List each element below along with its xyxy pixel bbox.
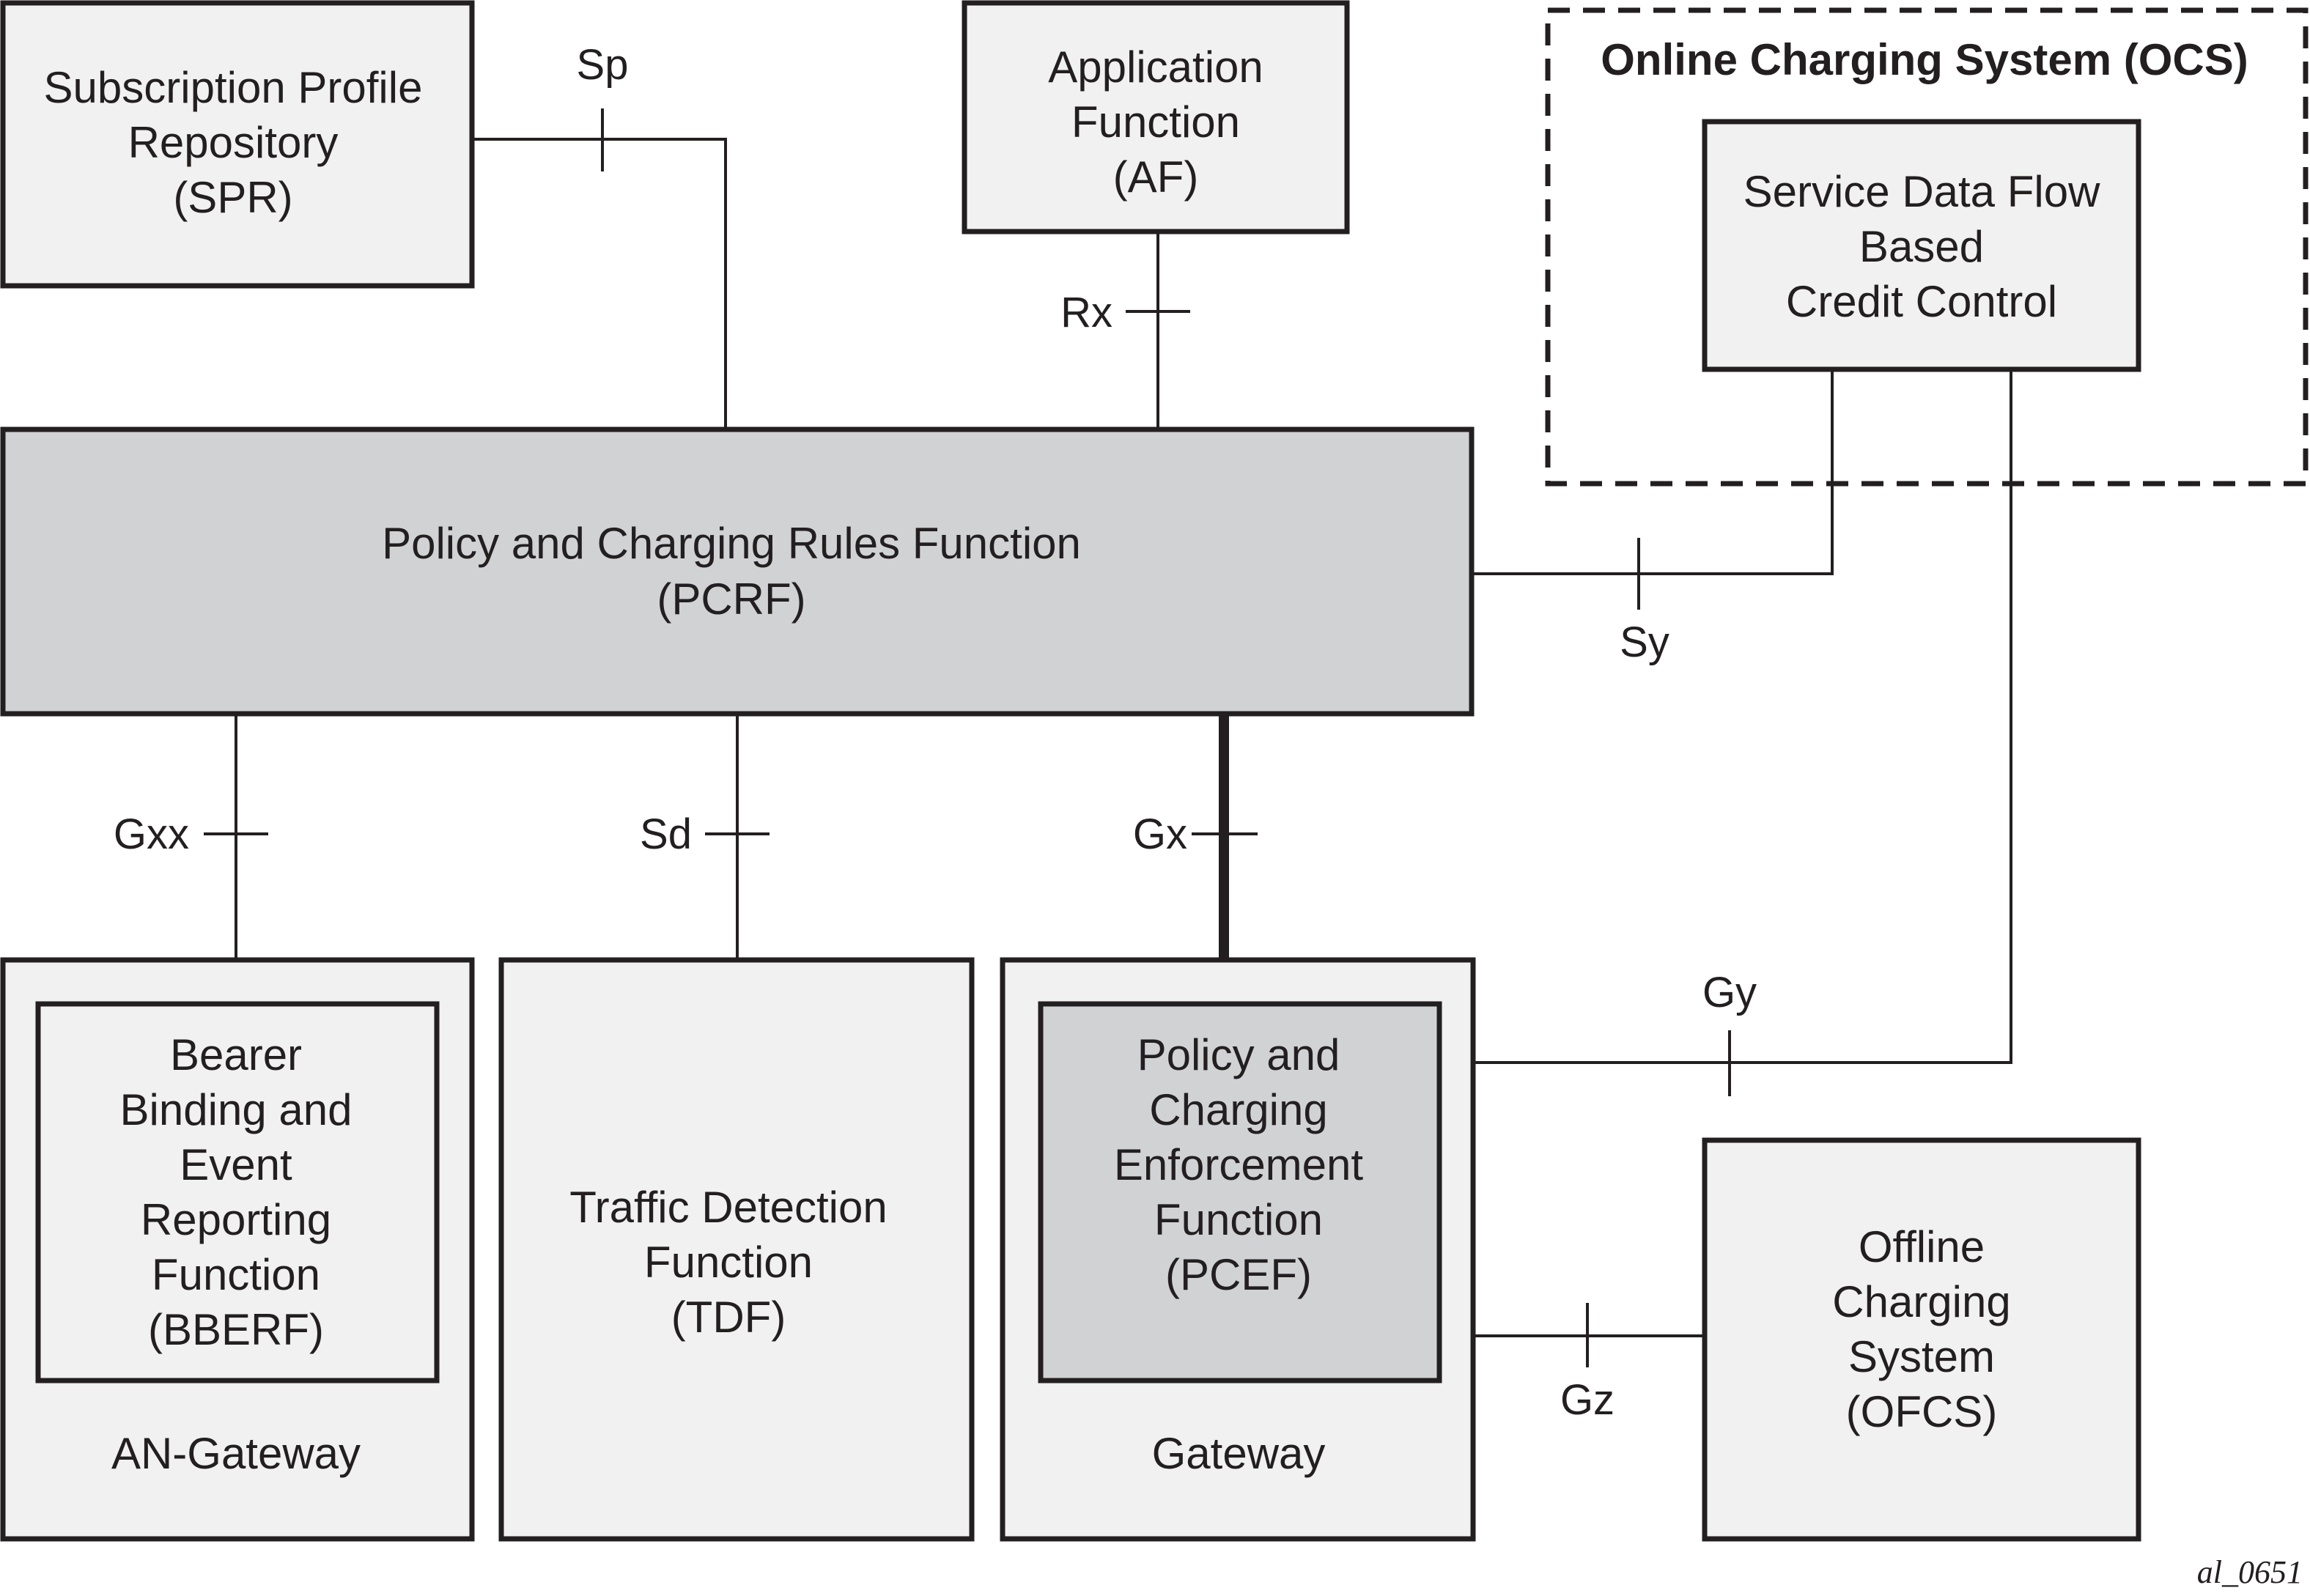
gy-link bbox=[1473, 370, 2012, 1064]
sdf-label-2: Based bbox=[1859, 222, 1984, 271]
spr-label-3: (SPR) bbox=[173, 173, 292, 222]
tdf-box: Traffic Detection Function (TDF) bbox=[498, 957, 975, 1542]
pcef-label-5: (PCEF) bbox=[1165, 1250, 1312, 1299]
af-box-rect bbox=[962, 0, 1350, 234]
ocs-border bbox=[1545, 7, 2309, 487]
ocs-title: Online Charging System (OCS) bbox=[1601, 35, 2248, 84]
sdf-label-3: Credit Control bbox=[1786, 277, 2057, 326]
af-label-1: Application bbox=[1048, 43, 1263, 92]
sdf-credit-control-box bbox=[1702, 119, 2141, 372]
ofcs-label-3: System bbox=[1848, 1332, 1995, 1381]
ofcs-box: Offline Charging System (OFCS) bbox=[1702, 1137, 2141, 1542]
spr-box: Subscription Profile Repository (SPR) bbox=[0, 0, 475, 289]
gx-interface-label: Gx bbox=[1133, 810, 1187, 858]
pcef-label-3: Enforcement bbox=[1114, 1140, 1363, 1189]
bberf-label-3: Event bbox=[180, 1140, 292, 1189]
sy-link bbox=[1472, 370, 1834, 575]
gy-interface-label: Gy bbox=[1702, 969, 1757, 1016]
sy-interface-label: Sy bbox=[1620, 618, 1669, 666]
gateway-box: Policy and Charging Enforcement Function… bbox=[1000, 957, 1476, 1542]
rx-interface-label: Rx bbox=[1060, 289, 1112, 336]
pcef-box bbox=[1038, 1001, 1442, 1383]
tdf-label-1: Traffic Detection bbox=[569, 1183, 888, 1232]
ofcs-box-rect bbox=[1702, 1137, 2141, 1542]
bberf-label-6: (BBERF) bbox=[148, 1305, 324, 1354]
spr-label-1: Subscription Profile bbox=[44, 63, 423, 112]
tdf-label-2: Function bbox=[644, 1238, 813, 1287]
sd-interface-label: Sd bbox=[640, 810, 692, 858]
connections bbox=[204, 108, 2012, 1367]
bberf-box bbox=[35, 1001, 440, 1383]
bberf-label-4: Reporting bbox=[141, 1195, 331, 1244]
bberf-label-2: Binding and bbox=[120, 1085, 353, 1134]
gateway-label: Gateway bbox=[1152, 1429, 1326, 1478]
af-label-2: Function bbox=[1071, 97, 1240, 147]
spr-label-2: Repository bbox=[128, 118, 339, 167]
pcrf-label-2: (PCRF) bbox=[657, 575, 805, 624]
an-gateway-label: AN-Gateway bbox=[111, 1429, 361, 1478]
sp-interface-label: Sp bbox=[577, 41, 629, 89]
sp-link bbox=[472, 138, 727, 428]
gxx-interface-label: Gxx bbox=[114, 810, 189, 858]
an-gateway-box: Bearer Binding and Event Reporting Funct… bbox=[0, 957, 475, 1542]
figure-id: al_0651 bbox=[2197, 1554, 2303, 1590]
pcrf-label-1: Policy and Charging Rules Function bbox=[382, 519, 1081, 568]
ofcs-label-1: Offline bbox=[1859, 1222, 1985, 1271]
interface-labels: Sp Rx Sy Gxx Sd Gx Gy Gz bbox=[114, 41, 1757, 1424]
gz-interface-label: Gz bbox=[1560, 1376, 1615, 1424]
pcef-label-2: Charging bbox=[1149, 1085, 1328, 1134]
pcrf-box: Policy and Charging Rules Function (PCRF… bbox=[0, 426, 1475, 717]
bberf-label-1: Bearer bbox=[170, 1030, 302, 1079]
af-box: Application Function (AF) bbox=[962, 0, 1350, 234]
sdf-label-1: Service Data Flow bbox=[1743, 167, 2100, 216]
ocs-group: Online Charging System (OCS) Service Dat… bbox=[1545, 7, 2309, 487]
tdf-label-3: (TDF) bbox=[671, 1293, 786, 1342]
pcrf-box-rect bbox=[0, 426, 1475, 717]
pcef-label-4: Function bbox=[1154, 1195, 1323, 1244]
af-label-3: (AF) bbox=[1113, 152, 1199, 202]
pcef-label-1: Policy and bbox=[1137, 1030, 1340, 1079]
ofcs-label-2: Charging bbox=[1832, 1277, 2011, 1326]
tdf-box-rect bbox=[498, 957, 975, 1542]
spr-box-rect bbox=[0, 0, 475, 289]
bberf-label-5: Function bbox=[152, 1250, 320, 1299]
ofcs-label-4: (OFCS) bbox=[1846, 1387, 1998, 1436]
